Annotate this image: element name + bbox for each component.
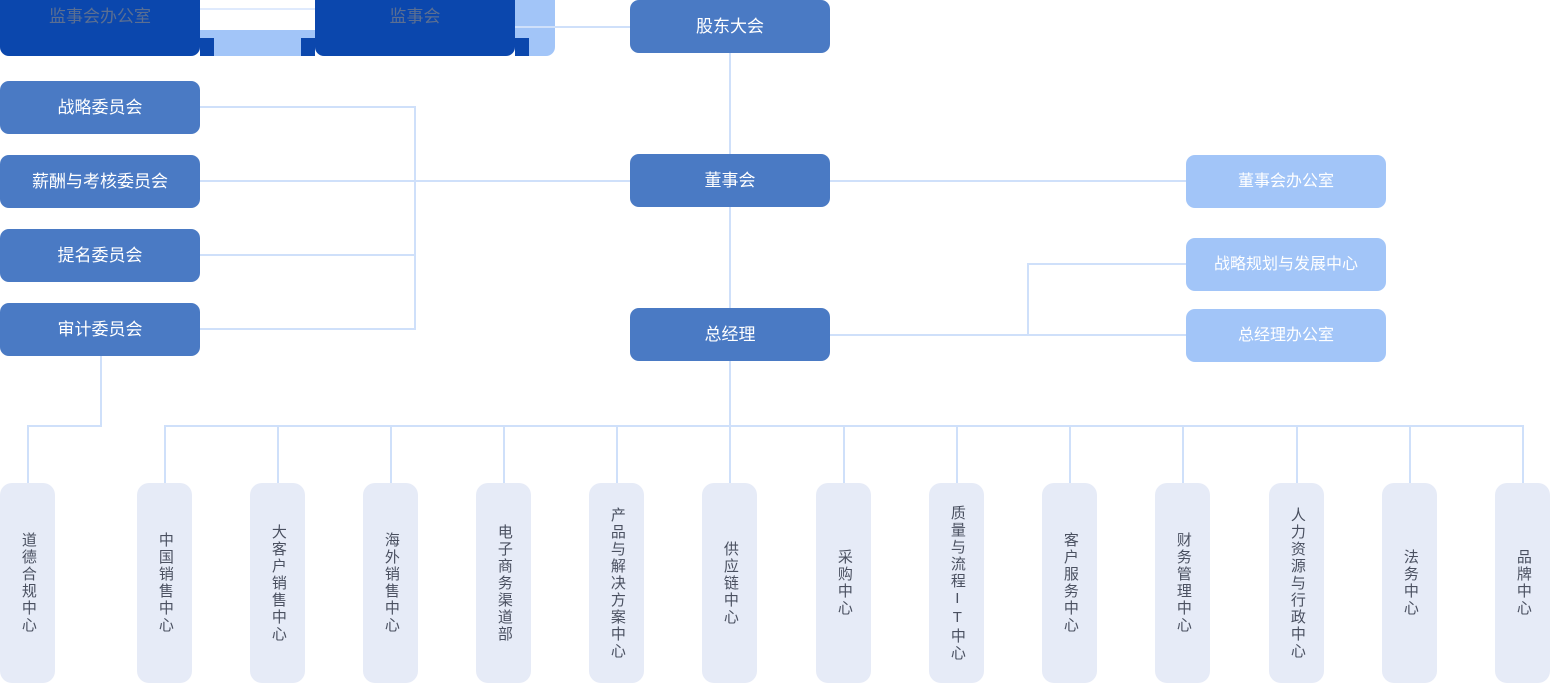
- node-label: 供应链中心: [721, 540, 739, 626]
- connector-riser-to-strategy-center: [1027, 263, 1186, 265]
- clip-edge-d: [301, 38, 315, 56]
- node-label: 人力资源与行政中心: [1288, 506, 1306, 660]
- node-label: 海外销售中心: [382, 532, 400, 634]
- connector-committee-nomination-stub: [200, 254, 416, 256]
- node-dept-product-solutions[interactable]: 产品与解决方案中心: [589, 483, 644, 683]
- node-dept-china-sales[interactable]: 中国销售中心: [137, 483, 192, 683]
- connector-shareholders-to-board: [729, 53, 731, 154]
- node-label: 薪酬与考核委员会: [32, 171, 168, 191]
- node-strategy-planning-center[interactable]: 战略规划与发展中心: [1186, 238, 1386, 291]
- connector-dept-riser-7: [843, 425, 845, 483]
- node-label: 监事会办公室: [49, 7, 151, 27]
- node-label: 道德合规中心: [19, 532, 37, 634]
- connector-audit-down: [100, 356, 102, 426]
- node-supervisory-board-office[interactable]: 监事会办公室: [0, 0, 200, 56]
- node-label: 股东大会: [696, 16, 764, 36]
- connector-dept-riser-6: [729, 425, 731, 483]
- node-label: 审计委员会: [57, 319, 143, 339]
- connector-dept-riser-10: [1182, 425, 1184, 483]
- node-dept-overseas-sales[interactable]: 海外销售中心: [363, 483, 418, 683]
- node-label: 品牌中心: [1514, 549, 1532, 617]
- connector-dept-riser-4: [503, 425, 505, 483]
- connector-dept-riser-8: [956, 425, 958, 483]
- node-label: 采购中心: [835, 549, 853, 617]
- node-committee-remuneration[interactable]: 薪酬与考核委员会: [0, 155, 200, 208]
- connector-dept-riser-11: [1296, 425, 1298, 483]
- node-dept-legal[interactable]: 法务中心: [1382, 483, 1437, 683]
- node-label: 提名委员会: [57, 245, 143, 265]
- connector-dept-riser-1: [164, 425, 166, 483]
- node-dept-ethics-compliance[interactable]: 道德合规中心: [0, 483, 55, 683]
- node-label: 法务中心: [1401, 549, 1419, 617]
- connector-audit-to-ethics-bus: [27, 425, 102, 427]
- node-dept-procurement[interactable]: 采购中心: [816, 483, 871, 683]
- node-supervisory-board[interactable]: 监事会: [315, 0, 515, 56]
- clipped-shape-left-hairline: [200, 8, 315, 10]
- connector-committee-strategy-stub: [200, 106, 416, 108]
- connector-board-to-board-office: [830, 180, 1186, 182]
- node-committee-nomination[interactable]: 提名委员会: [0, 229, 200, 282]
- node-committee-strategy[interactable]: 战略委员会: [0, 81, 200, 134]
- connector-dept-riser-3: [390, 425, 392, 483]
- node-label: 财务管理中心: [1174, 532, 1192, 634]
- node-dept-key-account-sales[interactable]: 大客户销售中心: [250, 483, 305, 683]
- connector-gm-to-right: [830, 334, 1186, 336]
- node-board-office[interactable]: 董事会办公室: [1186, 155, 1386, 208]
- node-dept-brand[interactable]: 品牌中心: [1495, 483, 1550, 683]
- node-label: 董事会: [704, 170, 756, 190]
- node-dept-supply-chain[interactable]: 供应链中心: [702, 483, 757, 683]
- node-label: 质量与流程IT中心: [948, 504, 966, 662]
- connector-gm-down-to-bus: [729, 361, 731, 426]
- clipped-shape-left: [200, 0, 315, 56]
- connector-committee-trunk: [414, 106, 416, 330]
- node-dept-finance[interactable]: 财务管理中心: [1155, 483, 1210, 683]
- node-committee-audit[interactable]: 审计委员会: [0, 303, 200, 356]
- connector-board-to-gm: [729, 207, 731, 308]
- clipped-shape-left-inner: [200, 0, 315, 30]
- node-label: 中国销售中心: [156, 532, 174, 634]
- connector-ethics-drop: [27, 425, 29, 483]
- node-dept-customer-service[interactable]: 客户服务中心: [1042, 483, 1097, 683]
- node-label: 产品与解决方案中心: [608, 506, 626, 660]
- node-label: 总经理: [704, 324, 756, 344]
- connector-committee-audit-stub: [200, 328, 416, 330]
- node-label: 总经理办公室: [1237, 326, 1334, 344]
- connector-dept-riser-13: [1522, 425, 1524, 483]
- node-label: 战略规划与发展中心: [1213, 255, 1358, 273]
- connector-dept-riser-5: [616, 425, 618, 483]
- node-label: 监事会: [389, 7, 441, 27]
- node-gm-office[interactable]: 总经理办公室: [1186, 309, 1386, 362]
- node-label: 大客户销售中心: [269, 523, 287, 643]
- clip-edge-b: [200, 38, 214, 56]
- connector-supervisory-to-shareholders: [515, 26, 630, 28]
- node-board-of-directors[interactable]: 董事会: [630, 154, 830, 207]
- connector-dept-riser-2: [277, 425, 279, 483]
- node-label: 董事会办公室: [1237, 172, 1334, 190]
- node-shareholders-meeting[interactable]: 股东大会: [630, 0, 830, 53]
- node-label: 电子商务渠道部: [495, 523, 513, 643]
- connector-dept-riser-9: [1069, 425, 1071, 483]
- node-label: 战略委员会: [57, 97, 143, 117]
- node-dept-quality-process-it[interactable]: 质量与流程IT中心: [929, 483, 984, 683]
- node-general-manager[interactable]: 总经理: [630, 308, 830, 361]
- connector-gm-right-riser: [1027, 263, 1029, 335]
- node-label: 客户服务中心: [1061, 532, 1079, 634]
- clip-edge-f: [515, 38, 529, 56]
- connector-dept-riser-12: [1409, 425, 1411, 483]
- node-dept-hr-admin[interactable]: 人力资源与行政中心: [1269, 483, 1324, 683]
- node-dept-ecommerce-channel[interactable]: 电子商务渠道部: [476, 483, 531, 683]
